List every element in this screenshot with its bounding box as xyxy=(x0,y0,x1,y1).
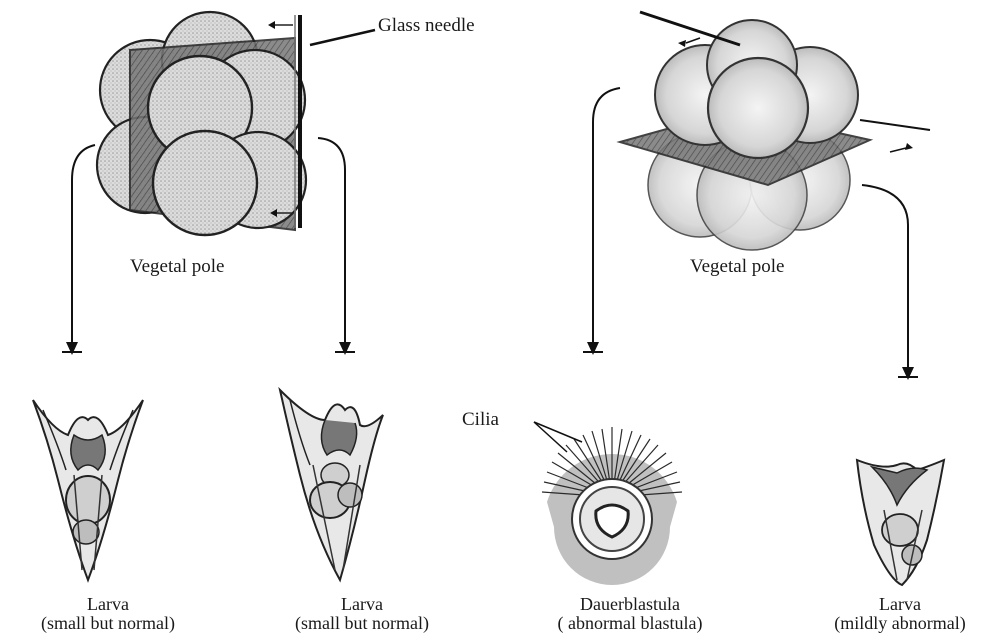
cilia-label: Cilia xyxy=(462,410,499,430)
outcome-title-4: Larva xyxy=(800,595,1000,614)
dauerblastula xyxy=(534,422,682,585)
vegetal-pole-label-right: Vegetal pole xyxy=(690,257,784,277)
larva-1 xyxy=(33,400,143,580)
outcome-subtitle-4: (mildly abnormal) xyxy=(800,614,1000,633)
outcome-subtitle-3: ( abnormal blastula) xyxy=(530,614,730,633)
outcome-title-3: Dauerblastula xyxy=(530,595,730,614)
right-embryo xyxy=(583,12,930,380)
vegetal-pole-label-left: Vegetal pole xyxy=(130,257,224,277)
left-embryo xyxy=(62,12,375,355)
larva-2 xyxy=(280,390,383,580)
outcome-subtitle-1: (small but normal) xyxy=(8,614,208,633)
outcome-title-2: Larva xyxy=(262,595,462,614)
outcome-subtitle-2: (small but normal) xyxy=(262,614,462,633)
outcome-title-1: Larva xyxy=(8,595,208,614)
glass-needle-label: Glass needle xyxy=(378,16,475,36)
larva-4 xyxy=(857,460,944,585)
